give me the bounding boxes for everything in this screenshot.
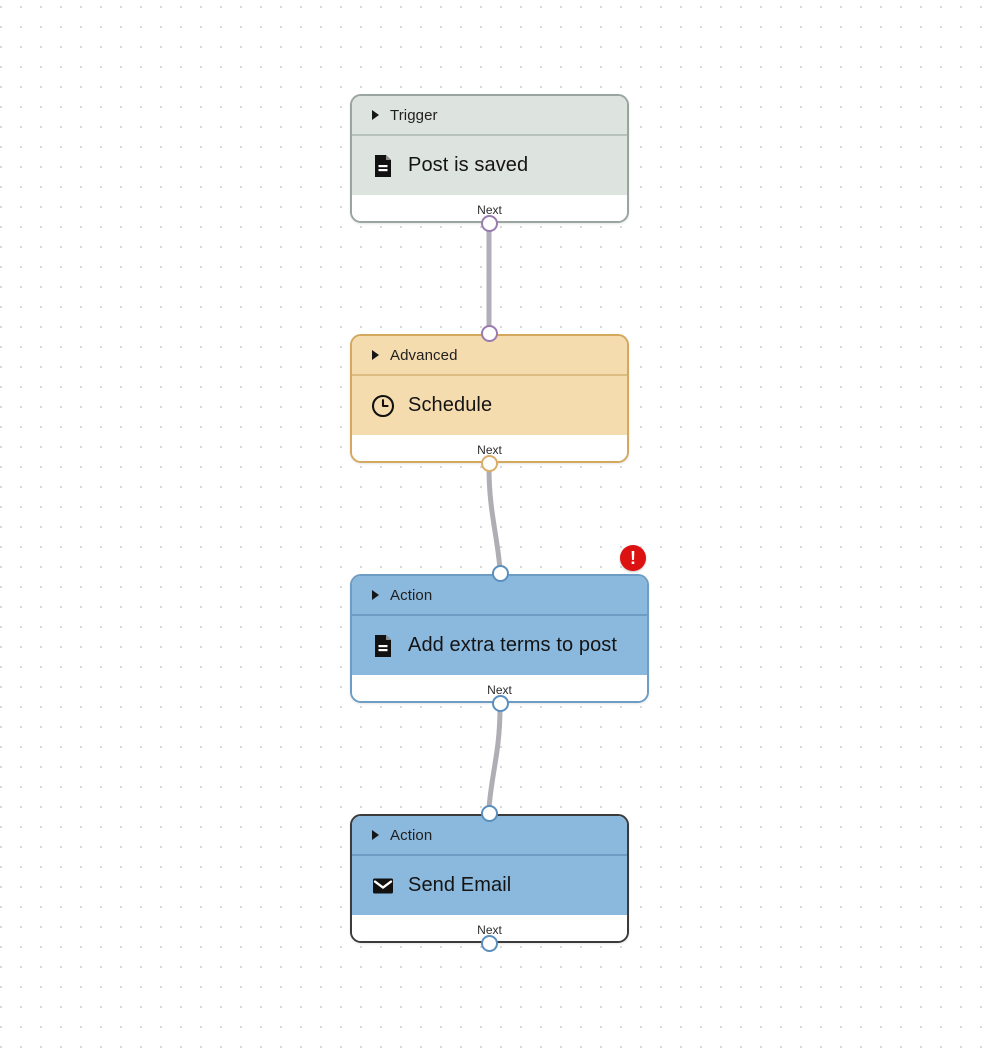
node-divider	[352, 614, 647, 616]
node-header-action[interactable]: Action	[352, 576, 647, 614]
disclosure-triangle-icon[interactable]	[372, 350, 379, 360]
port-advanced-in[interactable]	[480, 324, 498, 342]
port-action2-in[interactable]	[480, 804, 498, 822]
node-title: Send Email	[408, 874, 512, 896]
workflow-node-advanced[interactable]: Advanced Schedule Next	[350, 334, 629, 463]
disclosure-triangle-icon[interactable]	[372, 110, 379, 120]
node-body-advanced[interactable]: Schedule	[352, 376, 627, 435]
node-divider	[352, 854, 627, 856]
node-kind-label: Action	[390, 826, 433, 844]
port-advanced-out[interactable]	[480, 454, 498, 472]
edge-action1-to-action2[interactable]	[486, 705, 503, 812]
clock-icon	[370, 393, 396, 419]
node-kind-label: Advanced	[390, 346, 458, 364]
port-action1-out[interactable]	[491, 694, 509, 712]
envelope-icon	[370, 873, 396, 899]
document-icon	[370, 633, 396, 659]
exclamation-icon: !	[630, 547, 636, 568]
node-title: Schedule	[408, 394, 493, 416]
node-title: Post is saved	[408, 154, 529, 176]
disclosure-triangle-icon[interactable]	[372, 830, 379, 840]
node-header-advanced[interactable]: Advanced	[352, 336, 627, 374]
node-kind-label: Action	[390, 586, 433, 604]
workflow-node-trigger[interactable]: Trigger Post is saved Next	[350, 94, 629, 223]
error-badge[interactable]: !	[620, 545, 646, 571]
node-body-action[interactable]: Add extra terms to post	[352, 616, 647, 675]
disclosure-triangle-icon[interactable]	[372, 590, 379, 600]
port-action1-in[interactable]	[491, 564, 509, 582]
port-action2-out[interactable]	[480, 934, 498, 952]
workflow-node-action-add-terms[interactable]: Action Add extra terms to post Next	[350, 574, 649, 703]
port-trigger-out[interactable]	[480, 214, 498, 232]
document-icon	[370, 153, 396, 179]
node-body-trigger[interactable]: Post is saved	[352, 136, 627, 195]
node-divider	[352, 134, 627, 136]
node-header-action[interactable]: Action	[352, 816, 627, 854]
node-kind-label: Trigger	[390, 106, 438, 124]
edge-advanced-to-action1[interactable]	[486, 465, 503, 572]
node-body-action[interactable]: Send Email	[352, 856, 627, 915]
node-header-trigger[interactable]: Trigger	[352, 96, 627, 134]
workflow-node-action-send-email[interactable]: Action Send Email Next	[350, 814, 629, 943]
node-divider	[352, 374, 627, 376]
node-title: Add extra terms to post	[408, 634, 618, 656]
